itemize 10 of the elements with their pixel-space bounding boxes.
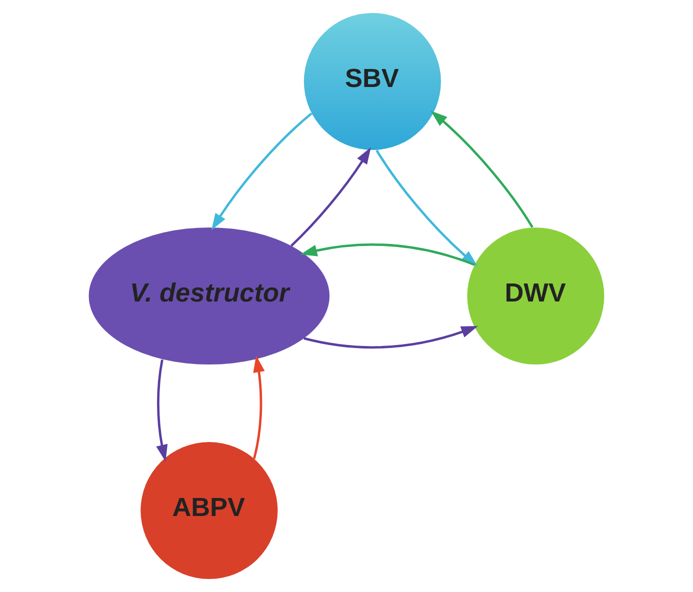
arrow bbox=[156, 359, 168, 462]
arrow bbox=[252, 356, 265, 460]
node-ellipse: V. destructor bbox=[88, 227, 330, 365]
arrow bbox=[290, 147, 371, 247]
arrow bbox=[211, 112, 312, 230]
arrow bbox=[304, 326, 478, 349]
arrow bbox=[430, 110, 534, 228]
node-circle: DWV bbox=[467, 227, 604, 365]
node-circle: SBV bbox=[304, 12, 441, 150]
arrow bbox=[300, 243, 475, 266]
